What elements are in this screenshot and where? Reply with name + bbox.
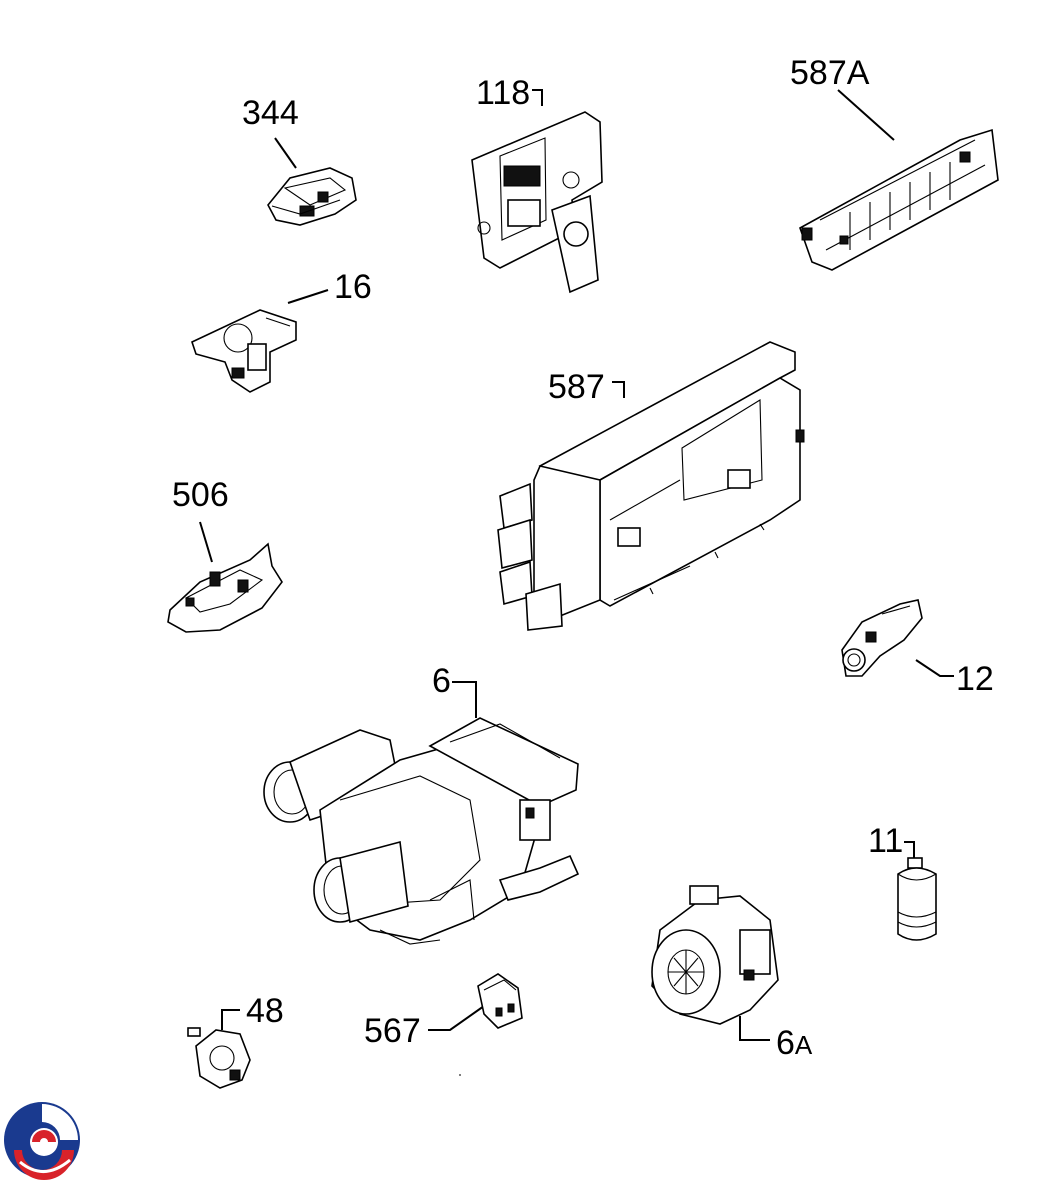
part-118[interactable]: 118 xyxy=(471,74,603,294)
part-506[interactable]: 506 xyxy=(167,476,283,633)
leader-567 xyxy=(428,1005,485,1031)
brand-logo-icon xyxy=(4,1102,80,1180)
part-16[interactable]: 16 xyxy=(191,268,372,393)
label-344: 344 xyxy=(242,94,299,132)
label-6A: 6A xyxy=(776,1024,813,1062)
part-11[interactable]: 11 xyxy=(868,822,937,941)
leader-344 xyxy=(274,137,297,169)
leader-587A xyxy=(837,89,895,141)
part-587[interactable]: 587 xyxy=(497,341,805,631)
label-118: 118 xyxy=(476,74,530,112)
label-11: 11 xyxy=(868,822,903,860)
label-48: 48 xyxy=(246,992,284,1030)
leader-506 xyxy=(199,521,213,563)
part-6A[interactable]: 6A xyxy=(651,885,813,1062)
leader-12 xyxy=(915,659,954,677)
leader-48 xyxy=(221,1009,240,1030)
label-6: 6 xyxy=(432,662,451,700)
part-48[interactable]: 48 xyxy=(187,992,284,1089)
label-587: 587 xyxy=(548,368,605,406)
label-506: 506 xyxy=(172,476,229,514)
part-344[interactable]: 344 xyxy=(242,94,357,226)
label-567: 567 xyxy=(364,1012,421,1050)
leader-6A xyxy=(739,1016,770,1041)
part-6[interactable]: 6 xyxy=(263,662,580,945)
part-587A[interactable]: 587A xyxy=(790,54,999,271)
part-12[interactable]: 12 xyxy=(841,599,994,698)
label-12: 12 xyxy=(956,660,994,698)
label-587A: 587A xyxy=(790,54,870,92)
leader-16 xyxy=(287,289,329,304)
label-16: 16 xyxy=(334,268,372,306)
part-567[interactable]: 567 xyxy=(364,973,523,1050)
